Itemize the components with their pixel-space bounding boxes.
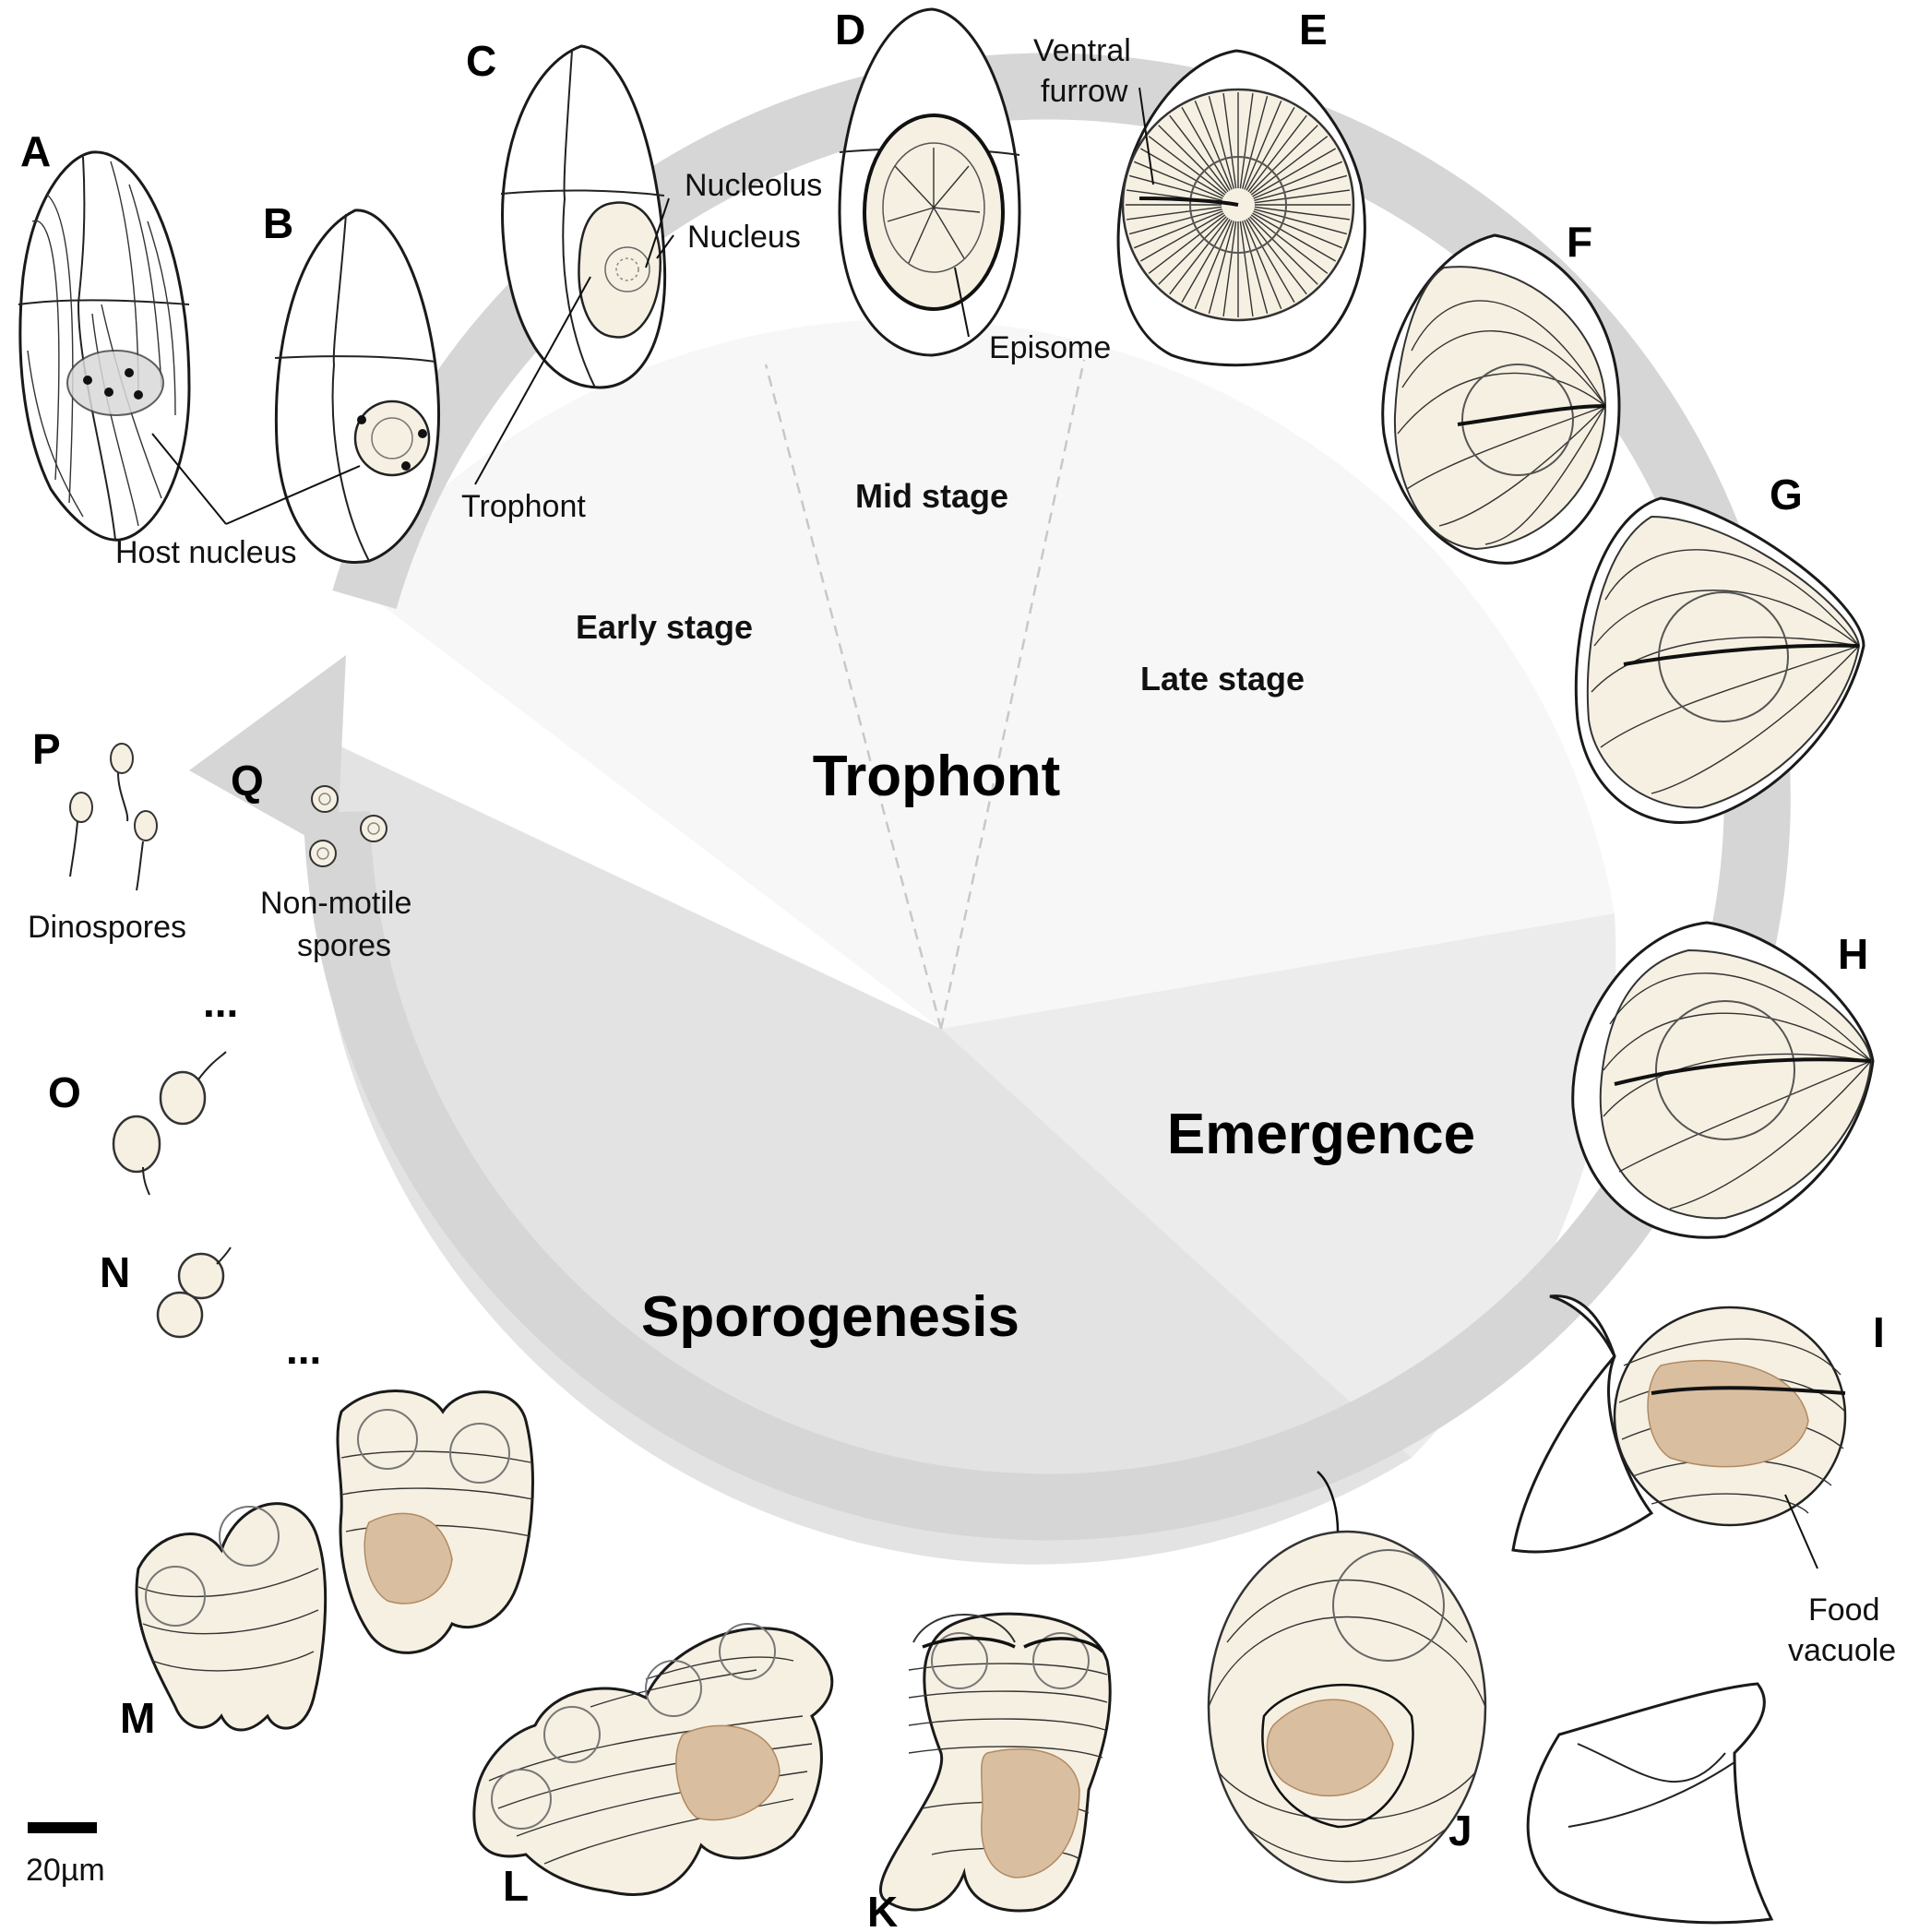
trophont-sector [351,319,1615,1029]
leader-lines [151,87,1818,1569]
cell-n [156,1246,232,1339]
trophont-b [353,400,431,477]
cell-f [1381,233,1621,565]
label-ventral: Ventral [1033,33,1131,68]
phase-label-sporogenesis: Sporogenesis [641,1285,1019,1349]
stage-label-mid: Mid stage [855,477,1008,515]
cell-j [1207,1471,1487,1884]
cell-i-emergence [1511,1294,1847,1554]
panel-letters: A B C D E F G H I J K L M N O P Q [20,6,1885,1932]
panel-letter: D [835,6,865,54]
cell-l [472,1623,834,1896]
panel-letter: J [1448,1807,1472,1854]
cell-m [135,1389,534,1732]
cell-g [1574,496,1865,824]
panel-letter: N [100,1248,130,1296]
panel-letter: K [867,1888,898,1932]
trophont-d [863,113,1005,311]
panel-letter: M [120,1694,155,1742]
label-non-motile: Non-motile [260,886,411,921]
label-spores: spores [297,928,391,963]
label-nucleus: Nucleus [687,220,801,255]
cell-k [878,1612,1112,1913]
label-trophont: Trophont [461,489,586,524]
cell-a-host [18,150,191,542]
panel-letter: B [263,199,293,247]
cell-p-dinospores [69,743,158,891]
label-vacuole: vacuole [1788,1633,1896,1668]
scale-bar-label: 20µm [26,1853,105,1888]
empty-theca [1526,1682,1774,1925]
cell-h [1571,921,1875,1239]
panel-letter: P [32,725,61,773]
ellipsis-lower: ... [286,1325,321,1373]
stage-divider-1 [764,364,943,1030]
panel-letter: C [466,37,496,85]
panel-letter: E [1299,6,1328,54]
emergence-sector [941,913,1616,1458]
trophont-c [578,201,662,339]
scale-bar: 20µm [26,1822,105,1888]
panel-letter: O [48,1068,81,1116]
food-vacuole-k [981,1747,1080,1878]
label-food: Food [1808,1592,1880,1628]
panel-letter: H [1838,930,1868,978]
label-episome: Episome [989,330,1111,365]
stage-divider-2 [939,359,1086,1030]
stage-label-early: Early stage [576,608,753,646]
ellipsis-upper: ... [203,978,238,1026]
cell-q-non-motile [309,785,387,867]
panel-letter: I [1873,1308,1885,1356]
stage-label-late: Late stage [1140,660,1305,698]
cycle-arrowhead [189,655,346,853]
food-vacuole-j [1266,1699,1394,1797]
label-nucleolus: Nucleolus [685,168,822,203]
phase-label-emergence: Emergence [1167,1103,1475,1166]
panel-letter: G [1770,471,1803,519]
phase-label-trophont: Trophont [813,745,1061,808]
food-vacuole-m [364,1512,453,1604]
food-vacuole-l [675,1724,781,1821]
annotations: Host nucleus Trophont Nucleolus Nucleus … [28,33,1896,1668]
panel-letter: Q [231,757,264,805]
panel-letter: A [20,127,51,175]
host-nucleus [66,350,164,416]
label-host-nucleus: Host nucleus [115,535,297,570]
cell-d-mid-trophont [838,7,1021,357]
label-dinospores: Dinospores [28,910,186,945]
cell-e-late-trophont [1116,49,1366,367]
panel-letter: L [503,1862,529,1910]
cell-c-trophont-growth [500,44,667,389]
cycle-arrow [189,53,1791,1541]
panel-letter: F [1567,218,1592,266]
cell-o [112,1051,227,1196]
label-furrow: furrow [1041,74,1128,109]
cell-b-early-infection [274,209,441,564]
